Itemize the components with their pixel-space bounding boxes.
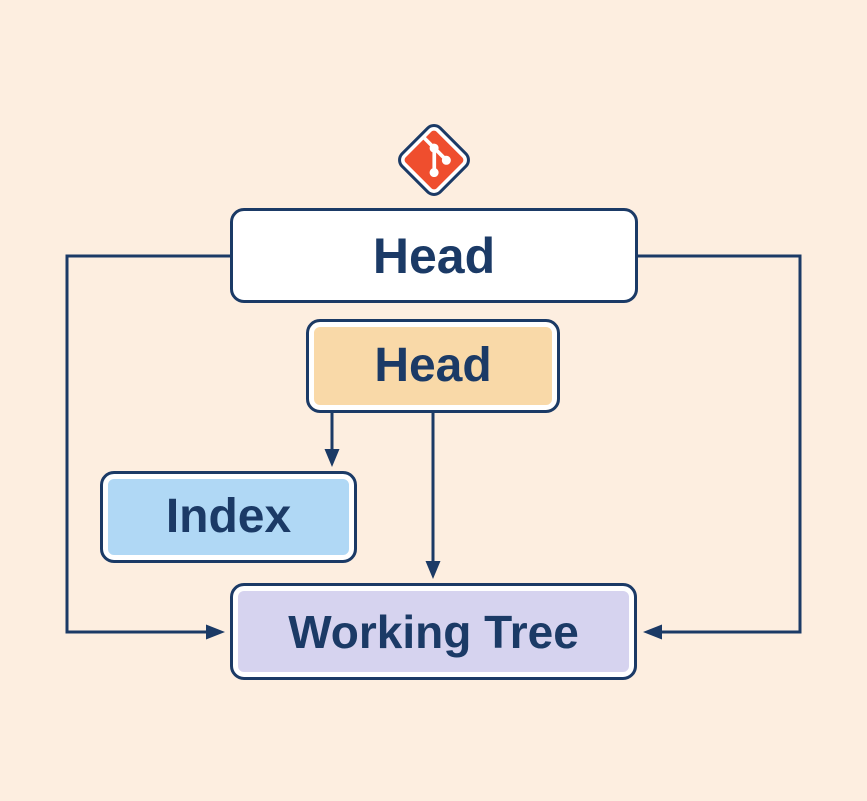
git-logo-icon — [398, 124, 470, 196]
arrow-head-to-index — [324, 413, 340, 467]
arrow-head-to-working-tree-right — [638, 254, 802, 640]
node-head-middle: Head — [306, 319, 560, 413]
node-index: Index — [100, 471, 357, 563]
node-index-label: Index — [165, 490, 292, 543]
arrow-head-to-working-tree-center — [425, 413, 441, 579]
node-head-top-label: Head — [372, 227, 496, 284]
node-head-top: Head — [230, 208, 638, 303]
node-head-middle-label: Head — [374, 339, 492, 392]
node-working-tree: Working Tree — [230, 583, 637, 680]
node-working-tree-label: Working Tree — [288, 605, 579, 658]
arrow-head-to-working-tree-left — [65, 254, 230, 640]
